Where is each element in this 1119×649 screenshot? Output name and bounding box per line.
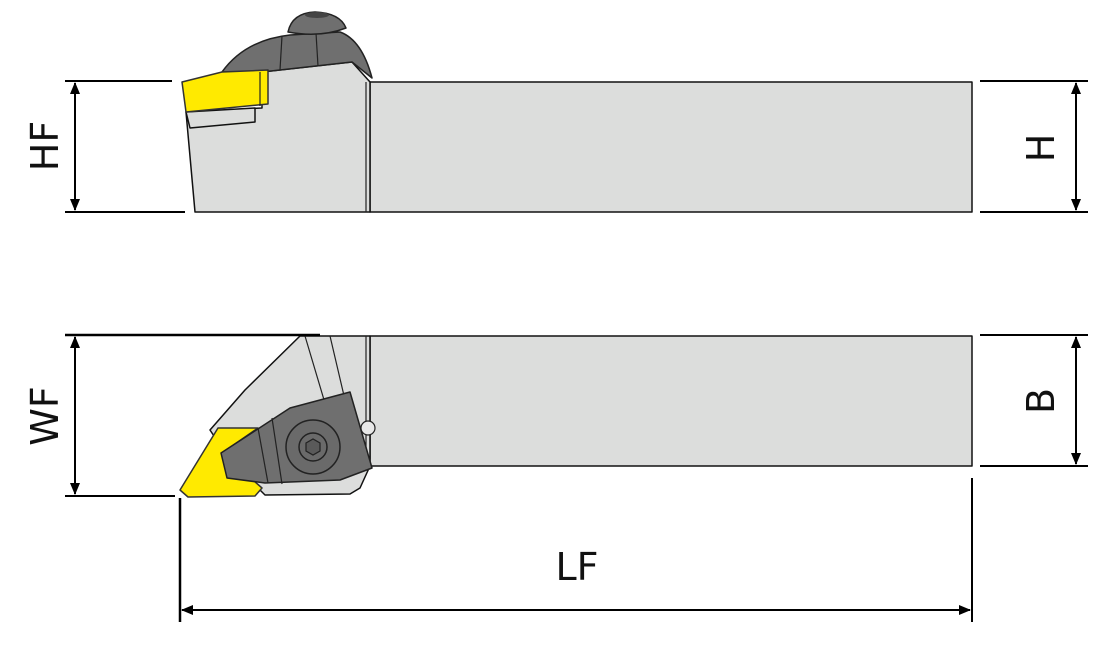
dimension-h: H [980, 80, 1088, 213]
dimension-lf: LF [178, 478, 973, 622]
screw-head-side [287, 11, 347, 35]
label-h: H [1019, 134, 1063, 163]
insert-side [181, 69, 269, 113]
dimension-wf: WF [23, 333, 320, 497]
shank-top [369, 335, 973, 467]
top-view [179, 335, 973, 498]
shank-side [369, 81, 973, 213]
dimension-b: B [980, 334, 1088, 467]
clamp-side [221, 31, 373, 79]
dimension-hf: HF [23, 80, 185, 213]
label-wf: WF [23, 386, 67, 445]
label-lf: LF [555, 545, 598, 589]
seat-side [185, 107, 256, 129]
label-b: B [1019, 388, 1063, 414]
side-view [181, 11, 973, 213]
label-hf: HF [23, 121, 67, 171]
